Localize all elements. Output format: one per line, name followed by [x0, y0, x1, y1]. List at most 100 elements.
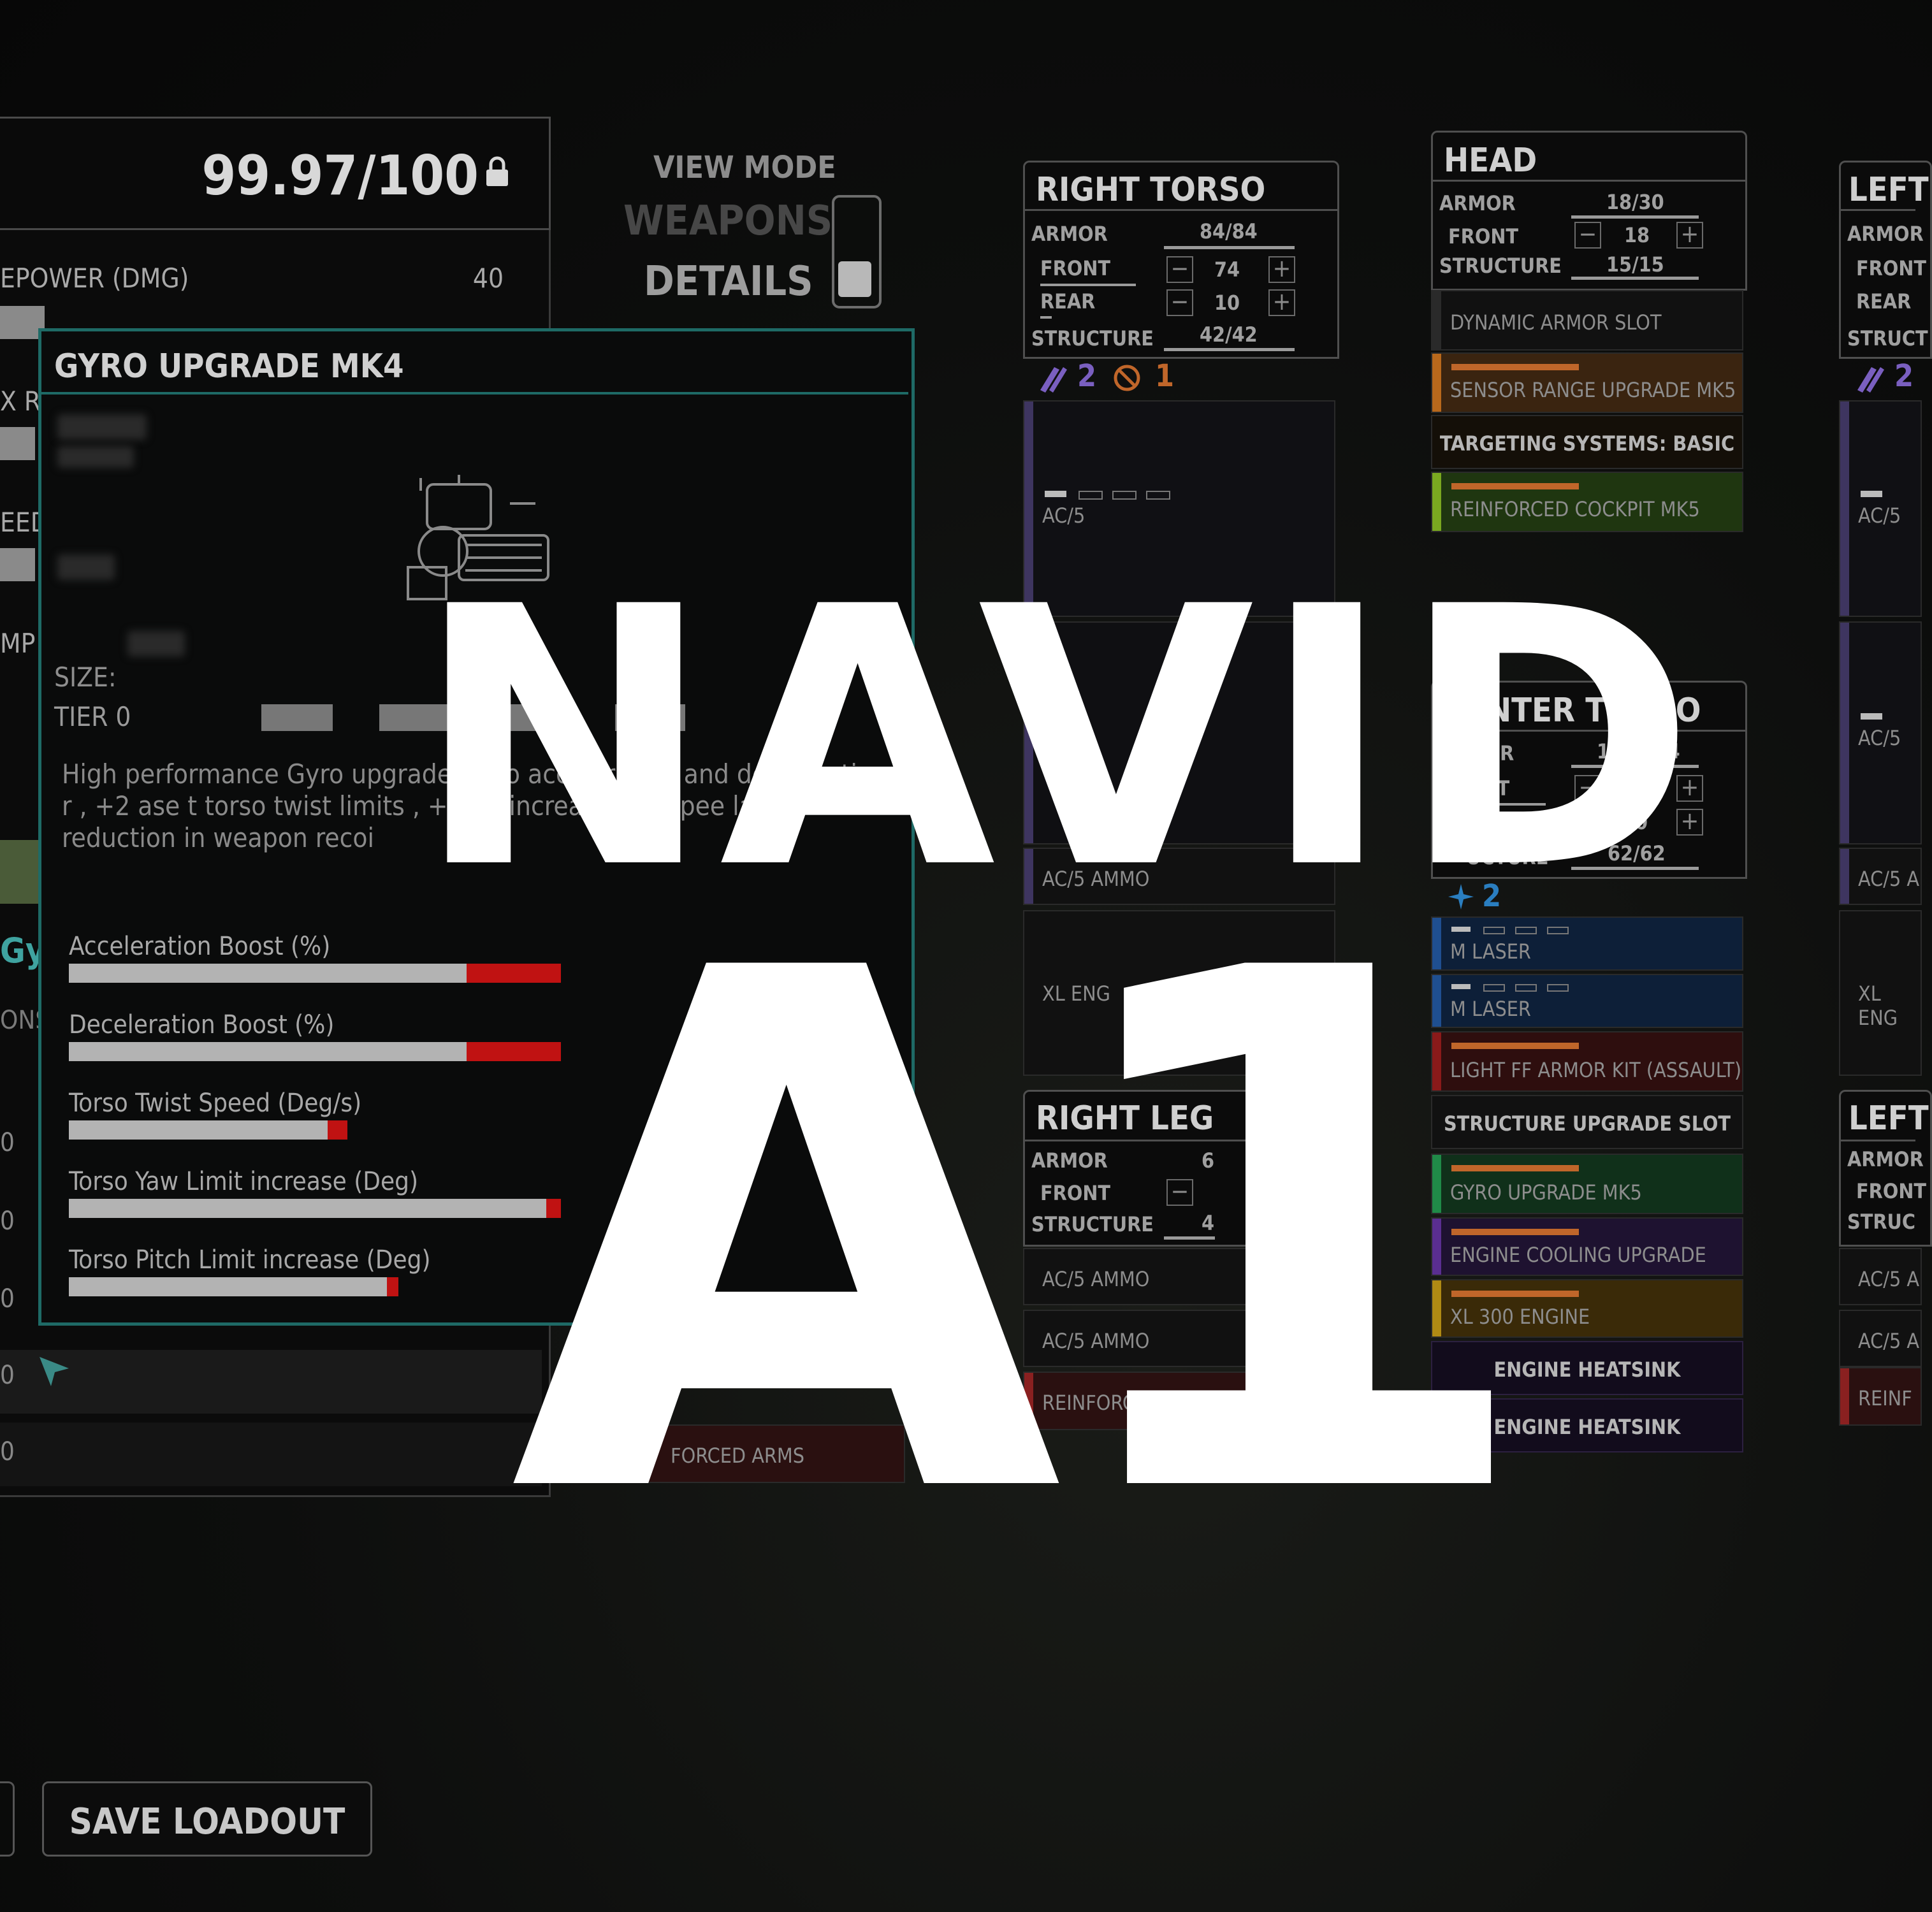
armor-value: 124/124	[1597, 739, 1680, 764]
structure-label: STRUCT	[1847, 326, 1928, 351]
slot-item[interactable]: FORCED ARMS	[637, 1424, 905, 1483]
rear-value: 10	[1622, 810, 1648, 834]
slot-item[interactable]: ENGINE COOLING UPGRADE	[1431, 1217, 1743, 1276]
front-plus-button[interactable]: +	[1676, 222, 1703, 249]
rear-plus-button[interactable]: +	[1268, 289, 1295, 316]
slot-label: REINF	[1858, 1386, 1912, 1410]
slot-label: AC/5 A	[1858, 1329, 1920, 1353]
list-row-highlight[interactable]	[0, 1350, 542, 1414]
slot-weapon[interactable]	[1023, 621, 1335, 844]
armor-bar	[1164, 246, 1295, 249]
rear-minus-button[interactable]: −	[1166, 289, 1193, 316]
popup-stat-bar-base	[69, 1277, 387, 1296]
weapon-icon-tile	[0, 840, 38, 904]
slot-label: AC/5	[1858, 726, 1901, 750]
restricted-icon	[1114, 365, 1140, 391]
slot-item[interactable]: AC/5 AMMO	[1023, 1310, 1335, 1367]
popup-stat-bar	[69, 1199, 561, 1218]
slot-item[interactable]: REINFORCED COCKPIT MK5	[1431, 472, 1743, 532]
popup-title: GYRO UPGRADE MK4	[54, 347, 404, 386]
slot-label: M LASER	[1450, 939, 1531, 964]
slot-item[interactable]: SENSOR RANGE UPGRADE MK5	[1431, 352, 1743, 413]
structure-bar	[1571, 277, 1699, 280]
front-label: FRONT	[1856, 1179, 1927, 1203]
ammo-pip	[1112, 491, 1137, 500]
front-label: ONT	[1466, 776, 1510, 800]
slot-item[interactable]: DYNAMIC ARMOR SLOT	[1431, 290, 1743, 351]
view-mode-toggle[interactable]	[832, 195, 882, 308]
slot-weapon[interactable]: AC/5	[1023, 400, 1335, 617]
slot-weapon[interactable]: AC/5	[1839, 400, 1922, 617]
popup-stat-bar-bonus	[467, 1042, 561, 1061]
slot-label: GYRO UPGRADE MK5	[1450, 1180, 1642, 1205]
tier-block	[379, 704, 451, 731]
slot-weapon[interactable]: AC/5	[1839, 621, 1922, 844]
slot-item[interactable]: ENGINE HEATSINK	[1431, 1398, 1743, 1452]
slot-item[interactable]: REINFORCED LEGS	[1023, 1372, 1335, 1430]
front-bar	[1466, 803, 1546, 806]
row-value: 0	[0, 1284, 15, 1314]
tier-block	[615, 704, 685, 731]
panel-left-torso	[1839, 161, 1932, 359]
divider	[1023, 1140, 1338, 1141]
slot-label: XL ENG	[1042, 981, 1110, 1006]
slot-item[interactable]: ENGINE HEATSINK	[1431, 1341, 1743, 1395]
front-plus-button[interactable]: +	[1676, 775, 1703, 802]
divider	[1839, 209, 1915, 211]
slot-label: FORCED ARMS	[671, 1444, 805, 1468]
slot-item[interactable]: AC/5 AMMO	[1023, 848, 1335, 905]
slot-item[interactable]: XL ENG	[1839, 910, 1922, 1076]
blurred-text	[57, 414, 147, 440]
prev-button[interactable]	[0, 1781, 15, 1857]
popup-stat-bar	[69, 1120, 347, 1140]
slot-weapon[interactable]: M LASER	[1431, 916, 1743, 971]
left-leg-title: LEFT	[1848, 1099, 1929, 1138]
structure-value: 4	[1202, 1211, 1215, 1235]
view-mode-details[interactable]: DETAILS	[644, 258, 813, 305]
front-minus-button[interactable]: −	[1166, 1179, 1193, 1206]
slot-item[interactable]: AC/5 A	[1839, 1248, 1922, 1305]
stat-firepower-label: EPOWER (DMG)	[0, 263, 189, 294]
rear-bar	[1040, 316, 1052, 319]
row-value: 0	[0, 1128, 15, 1157]
stat-bar	[0, 427, 35, 460]
left-torso-title: LEFT	[1848, 171, 1929, 209]
front-minus-button[interactable]: −	[1574, 775, 1601, 802]
list-row[interactable]	[0, 1423, 542, 1486]
slot-weapon[interactable]: M LASER	[1431, 974, 1743, 1028]
structure-label: STRUCTURE	[1439, 254, 1562, 278]
popup-stat-label: Torso Yaw Limit increase (Deg)	[69, 1167, 418, 1196]
slot-label: XL 300 ENGINE	[1450, 1305, 1590, 1329]
save-loadout-button[interactable]: SAVE LOADOUT	[42, 1781, 372, 1857]
ammo-pip	[1146, 491, 1170, 500]
gyro-item-icon	[407, 475, 549, 600]
front-minus-button[interactable]: −	[1574, 222, 1601, 249]
tier-block	[261, 704, 333, 731]
stat-firepower: EPOWER (DMG) 40	[0, 263, 523, 301]
front-plus-button[interactable]: +	[1268, 256, 1295, 283]
slot-label: AC/5 A	[1858, 867, 1920, 891]
front-label: FRONT	[1448, 224, 1519, 249]
slot-item[interactable]: STRUCTURE UPGRADE SLOT	[1431, 1095, 1743, 1149]
slot-item[interactable]: XL ENG	[1023, 910, 1335, 1076]
ammo-pip	[1079, 491, 1103, 500]
center-torso-title: ENTER TORSO	[1466, 692, 1701, 730]
slot-item[interactable]: LIGHT FF ARMOR KIT (ASSAULT)	[1431, 1031, 1743, 1092]
slot-item[interactable]: AC/5 A	[1839, 848, 1922, 905]
structure-label: STRUCTURE	[1031, 326, 1154, 351]
row-value: 0	[0, 1437, 15, 1467]
rear-minus-button[interactable]: −	[1574, 809, 1601, 836]
slot-item[interactable]: REINF	[1839, 1367, 1922, 1426]
front-minus-button[interactable]: −	[1166, 256, 1193, 283]
slot-item[interactable]: XL 300 ENGINE	[1431, 1279, 1743, 1338]
tier-label: TIER 0	[54, 701, 131, 732]
view-mode-weapons[interactable]: WEAPONS	[623, 198, 833, 245]
head-title: HEAD	[1444, 141, 1537, 180]
slot-item[interactable]: AC/5 A	[1839, 1310, 1922, 1367]
slot-item[interactable]: AC/5 AMMO	[1023, 1248, 1335, 1305]
slot-label: ENGINE HEATSINK	[1493, 1415, 1681, 1439]
slot-item[interactable]: TARGETING SYSTEMS: BASIC	[1431, 415, 1743, 469]
slot-item[interactable]: GYRO UPGRADE MK5	[1431, 1154, 1743, 1214]
item-detail-popup	[38, 328, 915, 1326]
rear-plus-button[interactable]: +	[1676, 809, 1703, 836]
